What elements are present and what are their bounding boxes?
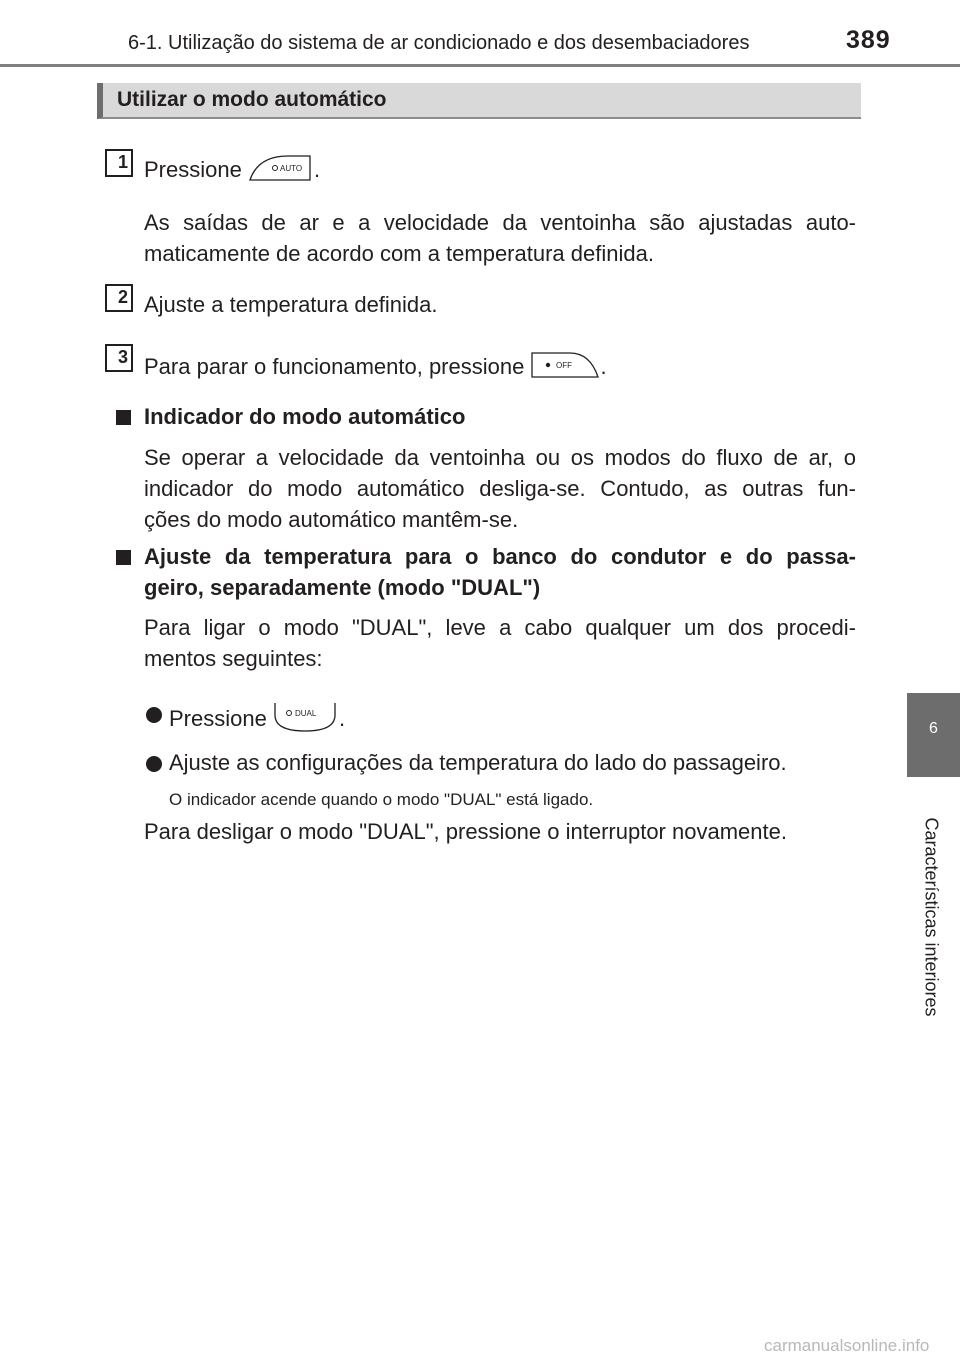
note-1-body-line-2: indicador do modo automático desliga-se.…	[144, 476, 856, 501]
step-number-3: 3	[105, 344, 133, 372]
bullet-2-marker	[146, 756, 162, 772]
watermark: carmanualsonline.info	[764, 1336, 930, 1355]
svg-text:DUAL: DUAL	[295, 709, 317, 718]
note-2-marker	[116, 550, 131, 565]
step-1-desc-line-2: maticamente de acordo com a temperatura …	[144, 241, 654, 266]
chapter-label: Características interiores	[921, 817, 942, 1017]
note-2-body-line-1: Para ligar o modo "DUAL", leve a cabo qu…	[144, 615, 856, 640]
chapter-number: 6	[929, 720, 938, 737]
page-number: 389	[846, 26, 891, 54]
step-1-desc-line-1: As saídas de ar e a velocidade da ventoi…	[144, 210, 856, 235]
note-2-body-line-2: mentos seguintes:	[144, 646, 323, 671]
step-2-text: Ajuste a temperatura definida.	[144, 292, 438, 317]
svg-text:OFF: OFF	[556, 361, 572, 370]
note-1-body-line-3: ções do modo automático mantêm-se.	[144, 507, 519, 532]
note-1-heading: Indicador do modo automático	[144, 404, 466, 429]
header-title: 6-1. Utilização do sistema de ar condici…	[128, 32, 750, 54]
note-2-heading-line-2: geiro, separadamente (modo "DUAL")	[144, 575, 541, 600]
bullet-2-text: Ajuste as configurações da temperatura d…	[169, 750, 787, 775]
chapter-tab: 6	[907, 693, 960, 777]
bullet-1-text: Pressione DUAL .	[169, 701, 345, 739]
note-1-marker	[116, 410, 131, 425]
step-3-text: Para parar o funcionamento, pressione OF…	[144, 351, 607, 385]
header-divider	[0, 64, 960, 67]
note-1-body-line-1: Se operar a velocidade da ventoinha ou o…	[144, 445, 856, 470]
note-2-heading-line-1: Ajuste da temperatura para o banco do co…	[144, 544, 856, 569]
auto-button-icon: AUTO	[248, 154, 314, 188]
dual-off-instruction: Para desligar o modo "DUAL", pressione o…	[144, 819, 787, 844]
bullet-1-marker	[146, 707, 162, 723]
dual-indicator-note: O indicador acende quando o modo "DUAL" …	[169, 790, 594, 809]
section-title: Utilizar o modo automático	[117, 88, 387, 111]
step-1-text: Pressione AUTO .	[144, 154, 320, 188]
dual-button-icon: DUAL	[273, 701, 339, 739]
step-number-1: 1	[105, 149, 133, 177]
off-button-icon: OFF	[530, 351, 600, 385]
svg-text:AUTO: AUTO	[280, 164, 302, 173]
section-heading: Utilizar o modo automático	[97, 83, 861, 119]
step-number-2: 2	[105, 284, 133, 312]
